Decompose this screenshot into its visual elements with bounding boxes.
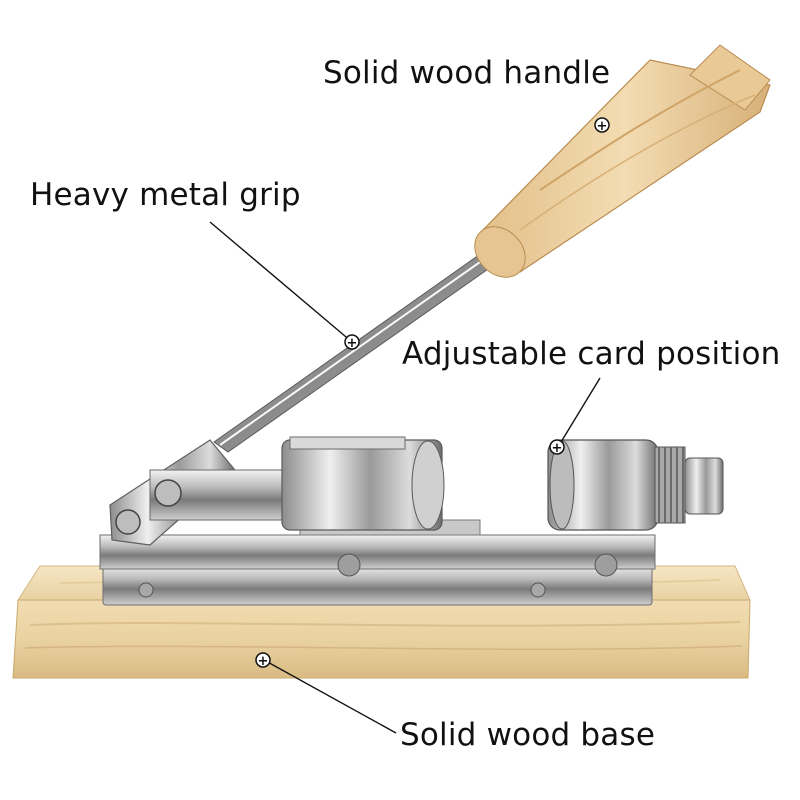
callout-markers: + + + + bbox=[255, 117, 610, 669]
base-marker-symbol: + bbox=[258, 654, 269, 669]
callout-leaders bbox=[209, 221, 601, 734]
handle-marker-symbol: + bbox=[597, 119, 608, 134]
grip-marker-symbol: + bbox=[347, 336, 358, 351]
base-leader-line bbox=[263, 659, 397, 734]
pusher-block bbox=[281, 436, 445, 531]
callout-base-label: Solid wood base bbox=[400, 717, 656, 753]
callout-grip-label: Heavy metal grip bbox=[30, 177, 301, 213]
callout-handle-label: Solid wood handle bbox=[323, 55, 611, 91]
adjustable-anvil bbox=[547, 439, 724, 531]
card-marker-icon: + bbox=[549, 439, 565, 456]
lever-linkage bbox=[109, 439, 301, 546]
wood-handle bbox=[474, 44, 771, 278]
handle-marker-icon: + bbox=[594, 117, 610, 134]
grip-marker-icon: + bbox=[344, 334, 360, 351]
callout-card-position-label: Adjustable card position bbox=[402, 336, 781, 372]
card-marker-symbol: + bbox=[552, 441, 563, 456]
card-leader-line bbox=[557, 377, 601, 448]
base-marker-icon: + bbox=[255, 652, 271, 669]
grip-leader-line bbox=[209, 221, 353, 343]
metal-rail bbox=[99, 519, 656, 606]
